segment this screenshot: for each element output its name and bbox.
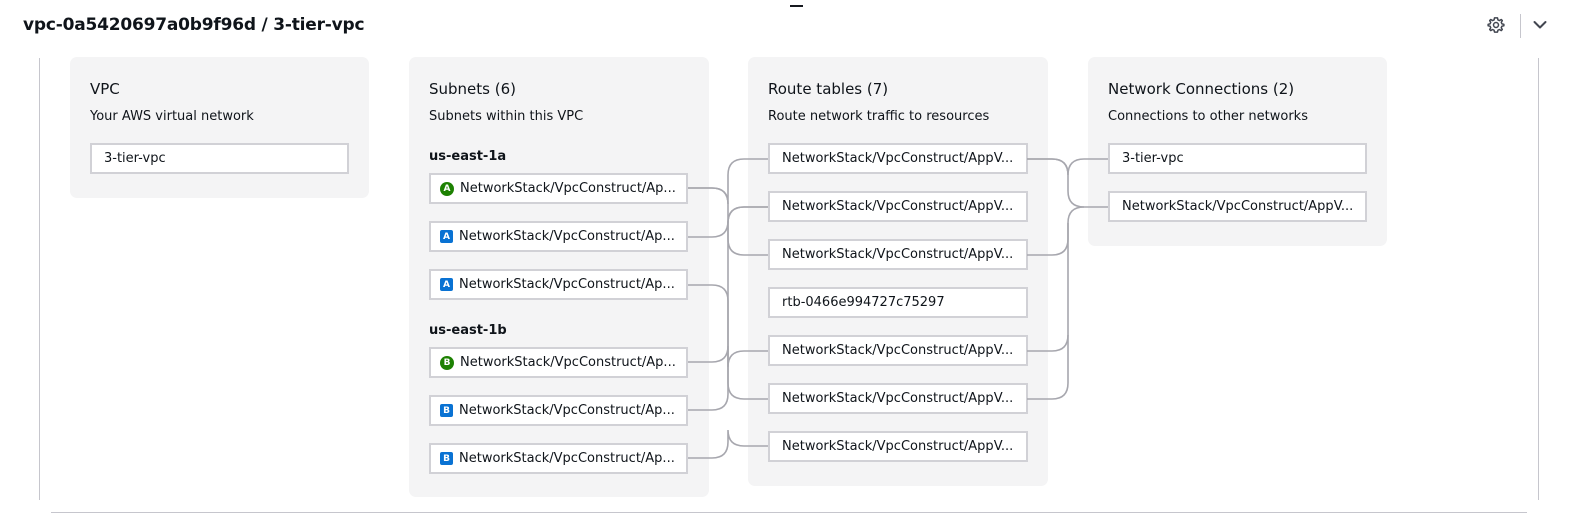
route-table-label: NetworkStack/VpcConstruct/AppV... bbox=[782, 343, 1014, 358]
route-table-label: rtb-0466e994727c75297 bbox=[782, 295, 945, 310]
network-connections-panel-title: Network Connections (2) bbox=[1108, 80, 1295, 98]
subnet-node-label: NetworkStack/VpcConstruct/Ap... bbox=[459, 277, 675, 292]
subnet-node[interactable]: A NetworkStack/VpcConstruct/Ap... bbox=[429, 269, 688, 300]
subnet-node[interactable]: A NetworkStack/VpcConstruct/Ap... bbox=[429, 173, 688, 204]
vpc-panel: VPC Your AWS virtual network 3-tier-vpc bbox=[70, 57, 369, 198]
subnets-panel-title: Subnets (6) bbox=[429, 80, 516, 98]
route-table-node[interactable]: NetworkStack/VpcConstruct/AppV... bbox=[768, 239, 1028, 270]
az-label-us-east-1b: us-east-1b bbox=[429, 323, 507, 338]
route-table-label: NetworkStack/VpcConstruct/AppV... bbox=[782, 247, 1014, 262]
settings-button[interactable] bbox=[1484, 15, 1508, 39]
route-table-label: NetworkStack/VpcConstruct/AppV... bbox=[782, 439, 1014, 454]
vpc-node-label: 3-tier-vpc bbox=[104, 151, 166, 166]
subnet-node[interactable]: B NetworkStack/VpcConstruct/Ap... bbox=[429, 347, 688, 378]
chevron-down-icon bbox=[1532, 17, 1548, 37]
route-table-label: NetworkStack/VpcConstruct/AppV... bbox=[782, 151, 1014, 166]
network-connection-node[interactable]: 3-tier-vpc bbox=[1108, 143, 1367, 174]
subnet-node[interactable]: B NetworkStack/VpcConstruct/Ap... bbox=[429, 395, 688, 426]
route-table-node[interactable]: NetworkStack/VpcConstruct/AppV... bbox=[768, 383, 1028, 414]
private-subnet-badge-icon: A bbox=[440, 230, 453, 243]
subnet-node[interactable]: A NetworkStack/VpcConstruct/Ap... bbox=[429, 221, 688, 252]
subnets-panel: Subnets (6) Subnets within this VPC us-e… bbox=[409, 57, 709, 497]
collapse-button[interactable] bbox=[1528, 15, 1552, 39]
network-connections-panel: Network Connections (2) Connections to o… bbox=[1088, 57, 1387, 246]
route-table-label: NetworkStack/VpcConstruct/AppV... bbox=[782, 391, 1014, 406]
subnet-node-label: NetworkStack/VpcConstruct/Ap... bbox=[459, 451, 675, 466]
header-divider bbox=[1520, 14, 1521, 38]
route-table-node[interactable]: NetworkStack/VpcConstruct/AppV... bbox=[768, 335, 1028, 366]
public-subnet-badge-icon: B bbox=[440, 355, 454, 370]
private-subnet-badge-icon: A bbox=[440, 278, 453, 291]
private-subnet-badge-icon: B bbox=[440, 404, 453, 417]
container-border-right bbox=[1538, 58, 1539, 500]
route-table-node[interactable]: NetworkStack/VpcConstruct/AppV... bbox=[768, 431, 1028, 462]
az-label-us-east-1a: us-east-1a bbox=[429, 149, 507, 164]
route-tables-panel: Route tables (7) Route network traffic t… bbox=[748, 57, 1048, 486]
route-table-node[interactable]: rtb-0466e994727c75297 bbox=[768, 287, 1028, 318]
vpc-panel-description: Your AWS virtual network bbox=[90, 109, 254, 124]
subnets-panel-description: Subnets within this VPC bbox=[429, 109, 584, 124]
route-table-node[interactable]: NetworkStack/VpcConstruct/AppV... bbox=[768, 143, 1028, 174]
vpc-node[interactable]: 3-tier-vpc bbox=[90, 143, 349, 174]
subnet-node-label: NetworkStack/VpcConstruct/Ap... bbox=[460, 355, 676, 370]
route-table-node[interactable]: NetworkStack/VpcConstruct/AppV... bbox=[768, 191, 1028, 222]
panel-resize-handle[interactable] bbox=[790, 5, 803, 7]
network-connection-node[interactable]: NetworkStack/VpcConstruct/AppV... bbox=[1108, 191, 1367, 222]
page-title: vpc-0a5420697a0b9f96d / 3-tier-vpc bbox=[23, 15, 365, 35]
route-table-label: NetworkStack/VpcConstruct/AppV... bbox=[782, 199, 1014, 214]
vpc-panel-title: VPC bbox=[90, 80, 120, 98]
subnet-node-label: NetworkStack/VpcConstruct/Ap... bbox=[459, 403, 675, 418]
route-tables-panel-title: Route tables (7) bbox=[768, 80, 889, 98]
gear-icon bbox=[1487, 16, 1505, 38]
private-subnet-badge-icon: B bbox=[440, 452, 453, 465]
subnet-node-label: NetworkStack/VpcConstruct/Ap... bbox=[460, 181, 676, 196]
subnet-node[interactable]: B NetworkStack/VpcConstruct/Ap... bbox=[429, 443, 688, 474]
network-connection-label: NetworkStack/VpcConstruct/AppV... bbox=[1122, 199, 1354, 214]
subnet-node-label: NetworkStack/VpcConstruct/Ap... bbox=[459, 229, 675, 244]
network-connection-label: 3-tier-vpc bbox=[1122, 151, 1184, 166]
route-tables-panel-description: Route network traffic to resources bbox=[768, 109, 990, 124]
network-connections-panel-description: Connections to other networks bbox=[1108, 109, 1308, 124]
container-border-bottom bbox=[51, 512, 1527, 513]
public-subnet-badge-icon: A bbox=[440, 181, 454, 196]
container-border-left bbox=[39, 58, 40, 500]
